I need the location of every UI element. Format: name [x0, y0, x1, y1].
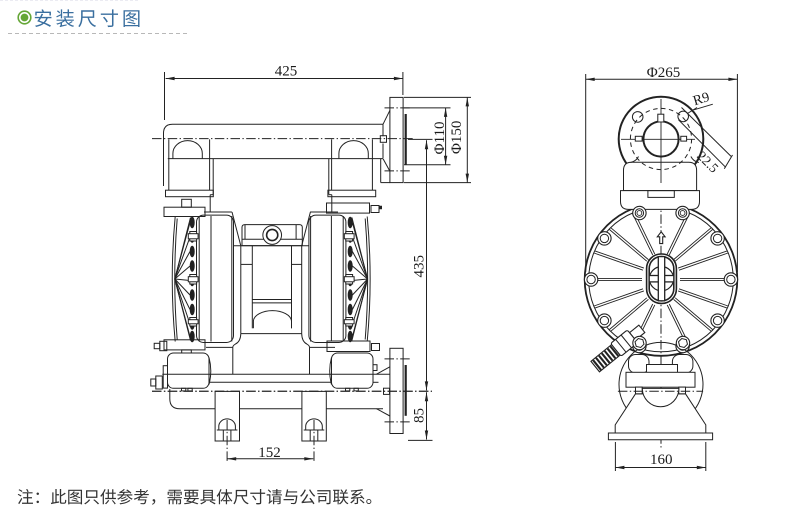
svg-text:152: 152	[258, 445, 281, 461]
svg-text:Φ150: Φ150	[449, 121, 465, 154]
svg-text:R9: R9	[691, 90, 711, 109]
svg-text:435: 435	[412, 255, 428, 278]
svg-text:Φ265: Φ265	[647, 65, 680, 81]
svg-text:Φ110: Φ110	[432, 121, 448, 154]
svg-text:425: 425	[275, 63, 298, 79]
svg-text:160: 160	[650, 452, 673, 468]
svg-text:85: 85	[412, 408, 428, 423]
